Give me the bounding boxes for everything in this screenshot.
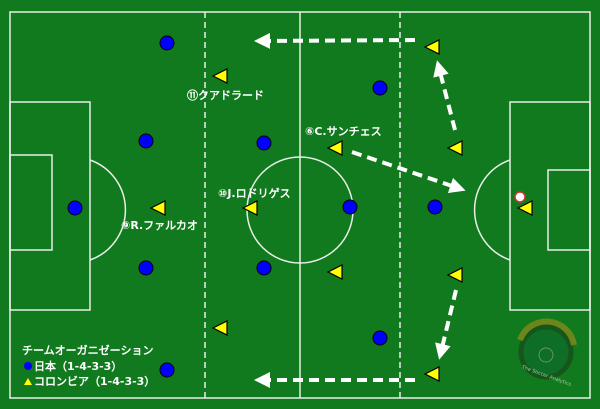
ball-icon: [514, 191, 526, 203]
colombia-player: [241, 200, 258, 216]
japan-player: [159, 35, 175, 51]
player-label: ⑪クアドラード: [187, 88, 264, 102]
legend-colombia: コロンビア（1-4-3-3）: [34, 374, 155, 388]
japan-players: [67, 35, 443, 378]
colombia-player: [211, 320, 228, 336]
movement-arrows: [254, 32, 466, 388]
player-label: ⑨R.ファルカオ: [121, 219, 198, 232]
legend-title: チームオーガニゼーション: [22, 343, 153, 357]
colombia-player: [516, 200, 533, 216]
colombia-player: [423, 366, 440, 382]
japan-player: [138, 133, 154, 149]
legend-japan: 日本（1-4-3-3）: [34, 359, 122, 373]
japan-player: [372, 80, 388, 96]
colombia-player: [446, 267, 463, 283]
colombia-player: [423, 39, 440, 55]
japan-player: [159, 362, 175, 378]
colombia-player: [446, 140, 463, 156]
player-label: ⑥C.サンチェス: [305, 125, 382, 138]
japan-player: [342, 199, 358, 215]
colombia-player: [149, 200, 166, 216]
colombia-players: [149, 39, 533, 382]
japan-player: [256, 260, 272, 276]
japan-player: [372, 330, 388, 346]
japan-player: [427, 199, 443, 215]
japan-player: [256, 135, 272, 151]
colombia-player: [326, 264, 343, 280]
player-label: ⑩J.ロドリゲス: [218, 186, 291, 200]
legend: チームオーガニゼーション 日本（1-4-3-3） コロンビア（1-4-3-3）: [22, 343, 155, 388]
colombia-player: [326, 140, 343, 156]
colombia-player: [211, 68, 228, 84]
pitch-lines: [9, 11, 591, 399]
japan-player: [67, 200, 83, 216]
japan-player: [138, 260, 154, 276]
